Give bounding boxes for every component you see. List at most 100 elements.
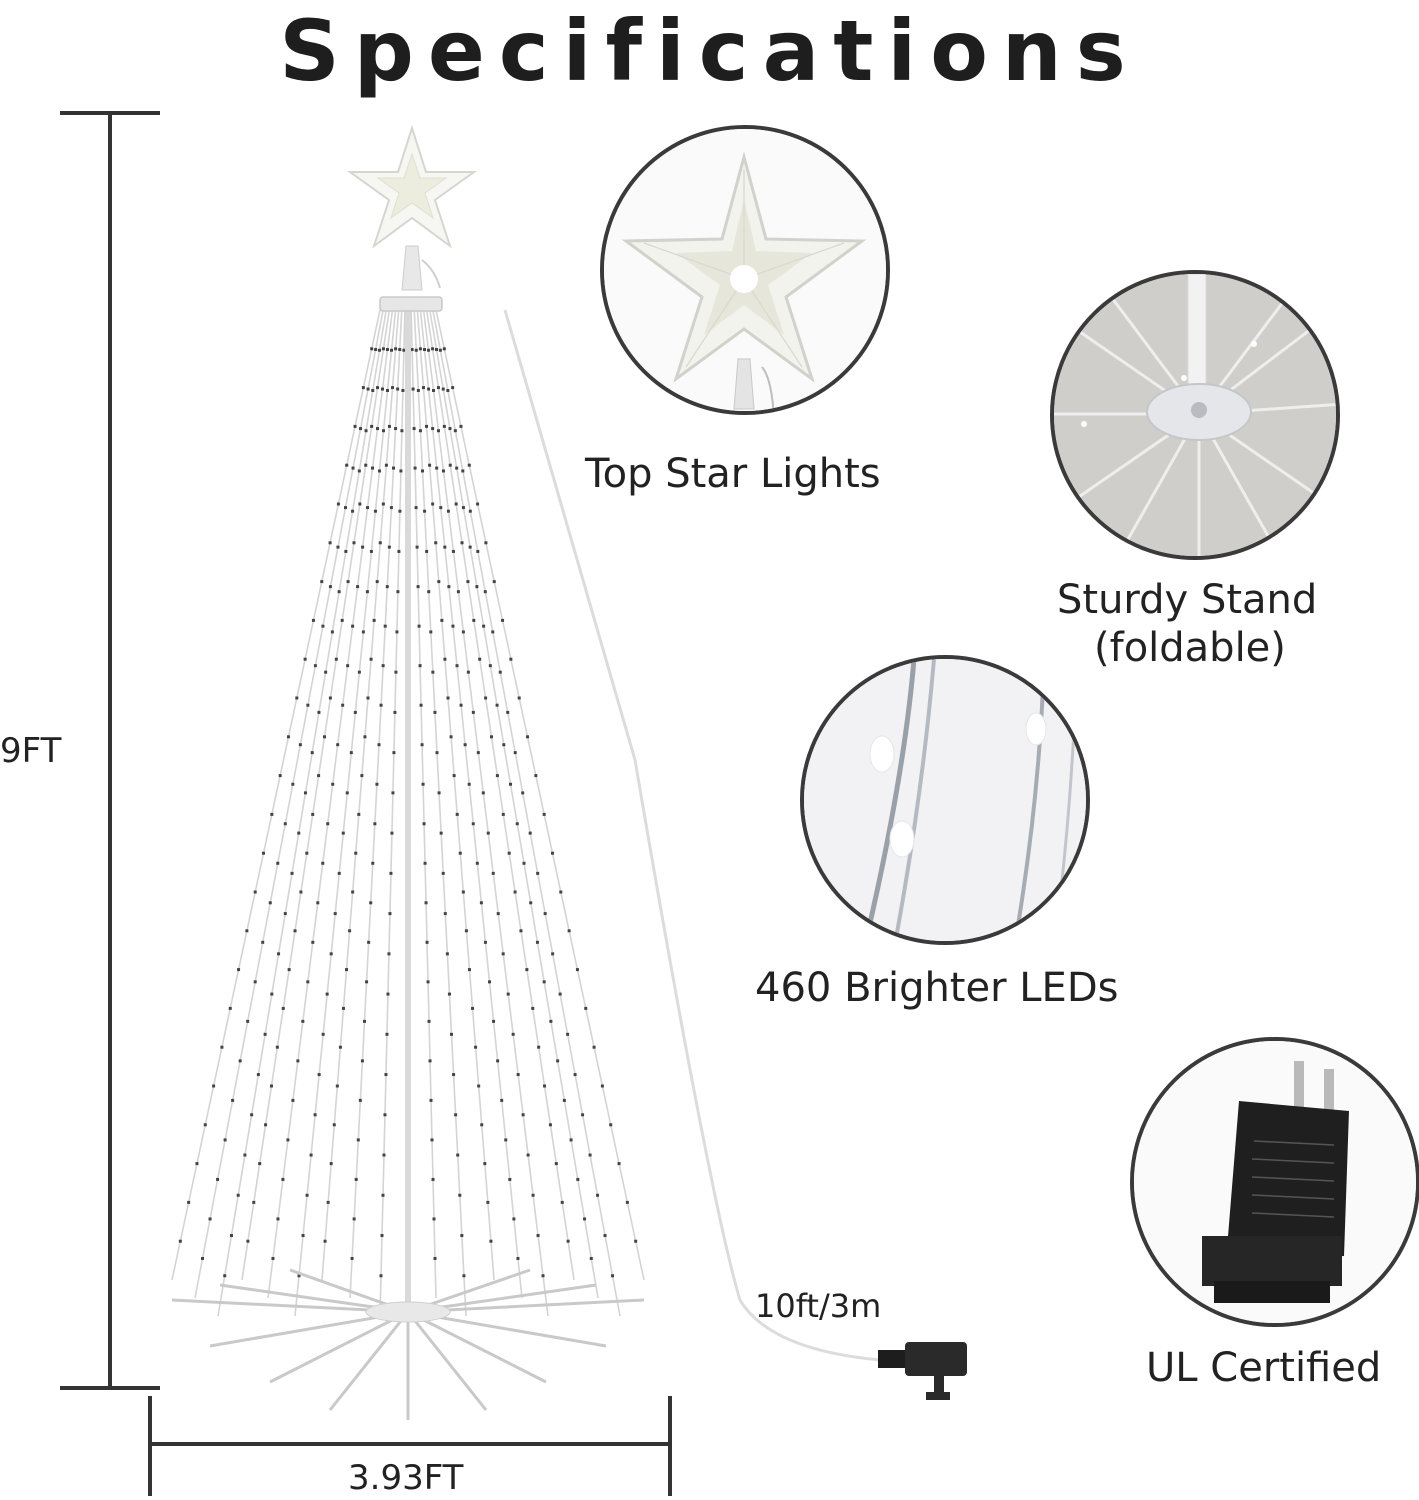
adapter-closeup-circle: [1130, 1037, 1419, 1327]
led-dot: [379, 1274, 383, 1278]
light-strand: [435, 309, 645, 1281]
led-dot: [262, 851, 266, 855]
led-dot: [576, 1177, 580, 1181]
led-dot: [391, 791, 395, 795]
tree-illustration: [171, 124, 967, 1420]
led-dot: [489, 1239, 493, 1243]
led-dot: [609, 1123, 613, 1127]
led-dot: [441, 387, 445, 391]
led-dot: [201, 1256, 205, 1260]
led-dot: [436, 386, 440, 390]
led-dot: [345, 968, 349, 972]
led-dot: [357, 670, 361, 674]
led-dot: [456, 590, 460, 594]
led-dot: [253, 980, 257, 984]
led-dot: [596, 1193, 600, 1197]
led-dot: [429, 1098, 433, 1102]
led-dot: [270, 992, 274, 996]
light-strand: [349, 309, 403, 1299]
led-dot: [500, 1098, 504, 1102]
led-dot: [617, 1162, 621, 1166]
width-dimension-right-tick: [668, 1396, 672, 1496]
led-dot: [484, 541, 488, 545]
width-dimension-left-tick: [148, 1396, 152, 1496]
led-dot: [583, 1217, 587, 1221]
led-dot: [445, 952, 449, 956]
led-dot: [258, 1162, 262, 1166]
led-dot: [569, 1138, 573, 1142]
page-title: Specifications: [279, 2, 1140, 100]
led-dot: [536, 1234, 540, 1238]
light-strand: [413, 309, 467, 1317]
led-dot: [526, 735, 530, 739]
led-dot: [491, 871, 495, 875]
led-dot: [451, 549, 455, 553]
led-dot: [187, 1200, 191, 1204]
led-dot: [525, 968, 529, 972]
led-dot: [369, 901, 373, 905]
led-dot: [392, 751, 396, 755]
led-dot: [427, 348, 431, 352]
led-dot: [603, 1234, 607, 1238]
led-dot: [297, 1274, 301, 1278]
star-closeup-circle: [600, 125, 890, 415]
led-dot: [316, 901, 320, 905]
led-dot: [517, 696, 521, 700]
adapter-plug-icon: [878, 1342, 967, 1400]
feature-ul-label: UL Certified: [1146, 1345, 1382, 1391]
led-dot: [551, 952, 555, 956]
led-dot: [252, 1200, 256, 1204]
led-dot: [447, 585, 451, 589]
led-dot: [625, 1200, 629, 1204]
led-dot: [560, 1200, 564, 1204]
led-dot: [463, 743, 467, 747]
led-dot: [229, 1234, 233, 1238]
led-dot: [203, 1123, 207, 1127]
feature-stand-label-line2: (foldable): [1094, 625, 1286, 671]
led-dot: [364, 429, 368, 433]
led-dot: [461, 469, 465, 473]
led-dot: [345, 791, 349, 795]
feature-star-label: Top Star Lights: [585, 451, 881, 497]
led-dot: [559, 890, 563, 894]
led-dot: [326, 1200, 330, 1204]
led-dot: [400, 429, 404, 433]
led-dot: [501, 952, 505, 956]
led-dot: [362, 1019, 366, 1023]
led-dot: [377, 469, 381, 473]
led-dot: [370, 347, 374, 351]
led-dot: [382, 1153, 386, 1157]
led-dot: [371, 388, 375, 392]
light-strand: [425, 309, 575, 1281]
led-dot: [398, 348, 402, 352]
led-dot: [435, 466, 439, 470]
led-dot: [366, 506, 370, 510]
led-dot: [504, 1138, 508, 1142]
led-dot: [433, 710, 437, 714]
led-dot: [420, 743, 424, 747]
led-dot: [419, 703, 423, 707]
led-dot: [348, 929, 352, 933]
light-strand: [294, 309, 397, 1317]
led-dot: [317, 710, 321, 714]
led-dot: [475, 861, 479, 865]
led-dot: [416, 585, 420, 589]
height-dimension-bottom-tick: [60, 1386, 160, 1390]
led-dot: [556, 1059, 560, 1063]
led-dot: [516, 1256, 520, 1260]
led-dot: [313, 664, 317, 668]
width-dimension-line: [148, 1442, 672, 1446]
led-dot: [522, 861, 526, 865]
led-dot: [228, 1006, 232, 1010]
led-dot: [351, 890, 355, 894]
led-dot: [299, 890, 303, 894]
led-dot: [365, 590, 369, 594]
led-dot: [478, 657, 482, 661]
top-ring: [379, 296, 443, 312]
led-dot: [423, 861, 427, 865]
led-dot: [529, 901, 533, 905]
led-dot: [425, 424, 429, 428]
led-dot: [371, 466, 375, 470]
light-strand: [428, 309, 599, 1299]
led-dot: [374, 348, 378, 352]
